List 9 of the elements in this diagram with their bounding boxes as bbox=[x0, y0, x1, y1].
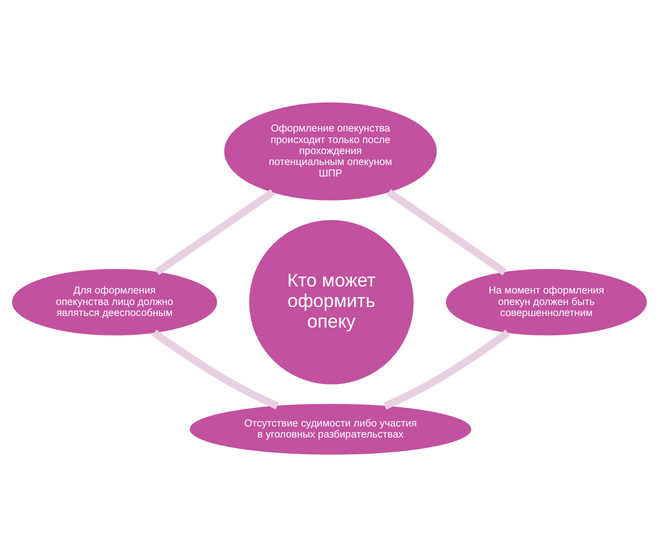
node-ellipse: На момент оформления опекун должен быть совершеннолетним bbox=[446, 268, 647, 336]
node-ellipse: Оформление опекунства происходит только после прохождения потенциальным опекуном ШПР bbox=[224, 102, 437, 200]
connector bbox=[386, 189, 507, 276]
connector bbox=[152, 330, 279, 410]
node-ellipse: Для оформления опекунства лицо должно являться дееспособным bbox=[12, 268, 218, 336]
connector bbox=[154, 189, 275, 276]
node-ellipse: Отсутствие судимости либо участия в уголовных разбирательствах bbox=[190, 404, 472, 455]
connector bbox=[383, 330, 510, 410]
node-circle: Кто может оформить опеку bbox=[249, 220, 414, 384]
